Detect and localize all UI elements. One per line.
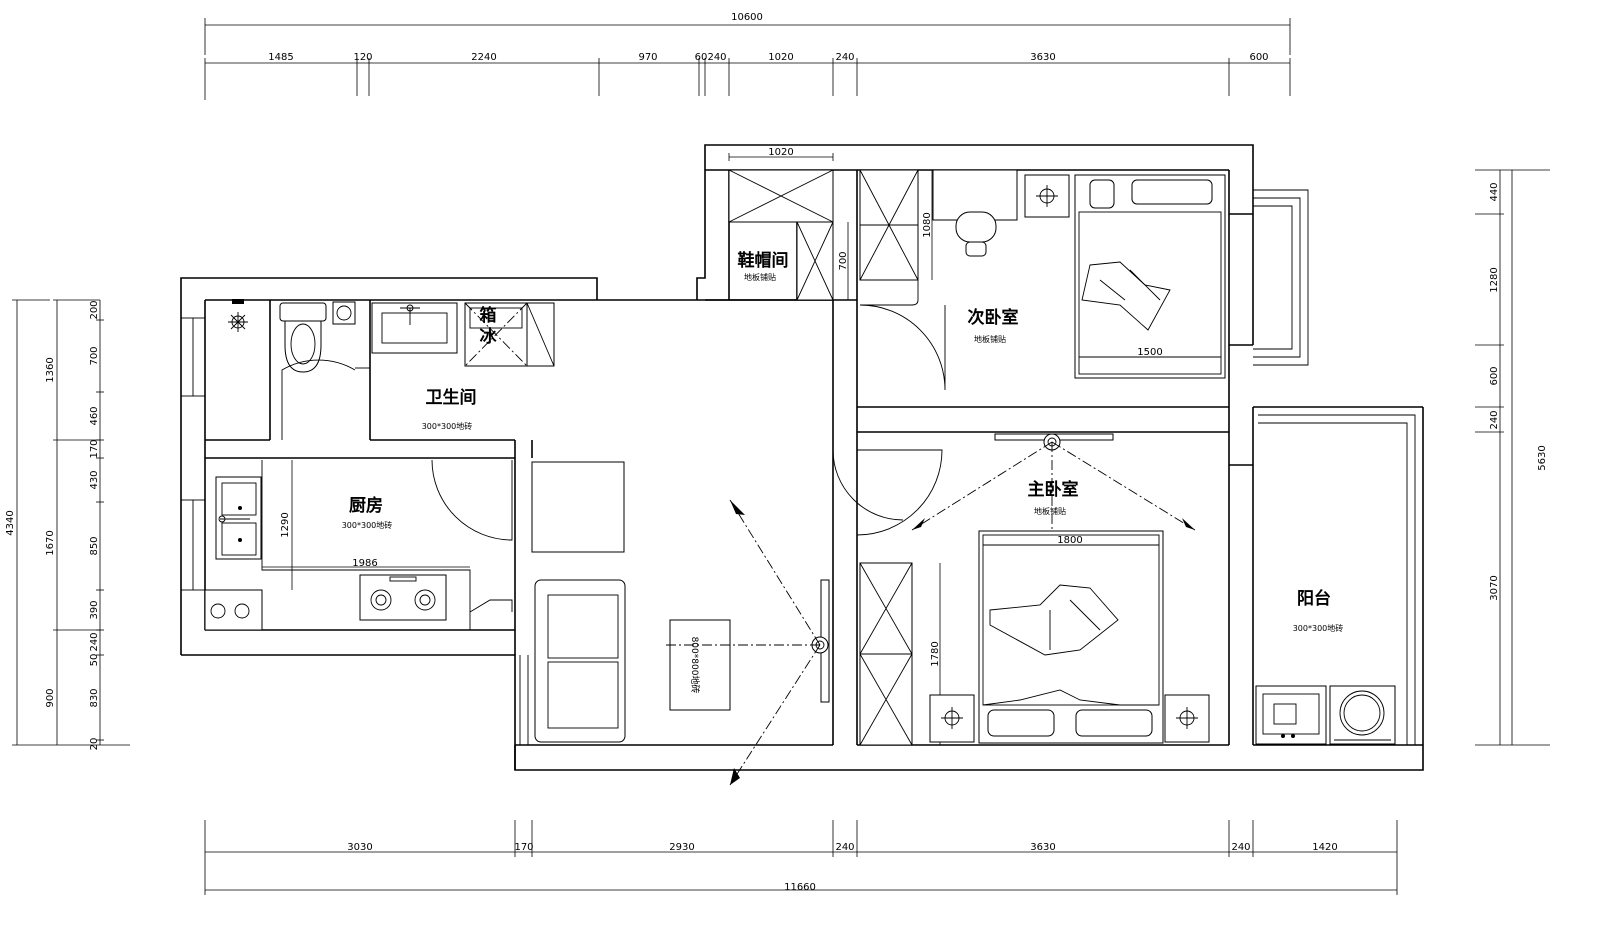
left-inner-850: 850 [89, 536, 100, 555]
left-inner-830: 830 [89, 688, 100, 707]
kitchen-sink [215, 476, 262, 560]
right-inner-240: 240 [1489, 410, 1500, 429]
kitchen-counter-dim: 1986 [352, 558, 377, 569]
coffee-table [669, 619, 731, 711]
second-bed [1074, 174, 1226, 379]
sofa [534, 579, 626, 743]
gas-stove [359, 574, 447, 621]
left-dimensions: 4340 1360 1670 900 200 700 460 170 430 8… [5, 299, 130, 751]
left-inner-20: 20 [89, 738, 100, 751]
toilet-icon [279, 302, 327, 373]
bottom-seg-3030: 3030 [347, 842, 372, 853]
kitchen-width-dim: 1290 [280, 512, 291, 537]
right-inner-440: 440 [1489, 182, 1500, 201]
right-inner-600: 600 [1489, 366, 1500, 385]
bathroom-floor: 300*300地砖 [422, 421, 473, 431]
top-seg-60: 60 [695, 52, 708, 63]
shoe-width-dim: 1020 [768, 147, 793, 158]
bottom-seg-240b: 240 [1231, 842, 1250, 853]
bottom-seg-1420: 1420 [1312, 842, 1337, 853]
fridge-char-1: 箱 [480, 305, 497, 326]
interior-walls [204, 170, 857, 655]
kitchen: 1290 1986 厨房 300*300地砖 [204, 459, 513, 631]
shower-icon [228, 299, 248, 332]
balcony: 阳台 300*300地砖 [1255, 588, 1396, 745]
bottom-total-dim: 11660 [784, 882, 816, 893]
left-inner-170: 170 [89, 439, 100, 458]
left-inner-460: 460 [89, 406, 100, 425]
left-total-dim: 4340 [5, 510, 16, 535]
top-seg-970: 970 [638, 52, 657, 63]
top-seg-3630: 3630 [1030, 52, 1055, 63]
top-seg-2240: 2240 [471, 52, 496, 63]
master-wardrobe-dim: 1780 [930, 641, 941, 666]
top-seg-120: 120 [353, 52, 372, 63]
second-wardrobe-dim: 1080 [922, 212, 933, 237]
fridge-char-2: 冰 [480, 326, 498, 347]
right-inner-3070: 3070 [1489, 575, 1500, 600]
right-inner-1280: 1280 [1489, 267, 1500, 292]
top-seg-240b: 240 [835, 52, 854, 63]
top-segment-labels: 1485 120 2240 970 60 240 1020 240 3630 6… [268, 52, 1268, 63]
top-seg-600: 600 [1249, 52, 1268, 63]
bathroom-vanity [371, 302, 458, 354]
left-outer-1360: 1360 [45, 357, 56, 382]
bottom-seg-3630: 3630 [1030, 842, 1055, 853]
kitchen-floor: 300*300地砖 [342, 520, 393, 530]
shoe-room-name: 鞋帽间 [738, 250, 789, 271]
balcony-name: 阳台 [1297, 588, 1331, 609]
top-total-dim: 10600 [731, 12, 763, 23]
balcony-outline [1253, 189, 1423, 745]
top-dimensions: 10600 1485 120 2240 970 60 240 1020 240 … [204, 12, 1291, 100]
top-seg-1485: 1485 [268, 52, 293, 63]
fridge: 箱 冰 [464, 302, 528, 367]
second-bedroom-name: 次卧室 [968, 307, 1019, 328]
master-bedroom: 1780 1800 主卧室 地板铺贴 [856, 433, 1210, 746]
left-outer-900: 900 [45, 688, 56, 707]
bottom-seg-2930: 2930 [669, 842, 694, 853]
second-bed-dim: 1500 [1137, 347, 1162, 358]
left-inner-50: 50 [89, 654, 100, 667]
second-bedroom: 1080 1500 次卧室 地板铺贴 [859, 169, 1226, 391]
bottom-seg-240a: 240 [835, 842, 854, 853]
master-bed [978, 530, 1164, 744]
living-area: 800*800地砖 [519, 449, 904, 786]
bathroom: 箱 冰 卫生间 300*300地砖 [228, 299, 555, 440]
master-bed-dim: 1800 [1057, 535, 1082, 546]
right-total-dim: 5630 [1537, 445, 1548, 470]
dining-table [531, 461, 625, 553]
right-dimensions: 5630 440 1280 600 240 3070 [1475, 169, 1550, 746]
bottom-dimensions: 3030 170 2930 240 3630 240 1420 11660 [204, 820, 1398, 895]
top-seg-240a: 240 [707, 52, 726, 63]
left-inner-430: 430 [89, 470, 100, 489]
master-bedroom-name: 主卧室 [1028, 479, 1079, 500]
coffee-table-label: 800*800地砖 [689, 637, 701, 694]
left-inner-390: 390 [89, 600, 100, 619]
second-chair [955, 211, 997, 243]
kitchen-name: 厨房 [349, 495, 383, 516]
shoe-room-floor: 地板铺贴 [744, 272, 776, 282]
left-inner-240: 240 [89, 632, 100, 651]
master-bedroom-floor: 地板铺贴 [1034, 506, 1066, 516]
shoe-room: 1020 700 鞋帽间 地板铺贴 [728, 147, 849, 301]
left-outer-1670: 1670 [45, 530, 56, 555]
top-seg-1020: 1020 [768, 52, 793, 63]
second-bedroom-floor: 地板铺贴 [974, 334, 1006, 344]
left-windows [180, 317, 206, 591]
bottom-seg-170: 170 [514, 842, 533, 853]
balcony-sink [1255, 685, 1327, 745]
bathroom-name: 卫生间 [426, 387, 477, 408]
shoe-depth-dim: 700 [838, 251, 849, 270]
left-inner-700: 700 [89, 346, 100, 365]
left-inner-200: 200 [89, 300, 100, 319]
balcony-floor: 300*300地砖 [1293, 623, 1344, 633]
